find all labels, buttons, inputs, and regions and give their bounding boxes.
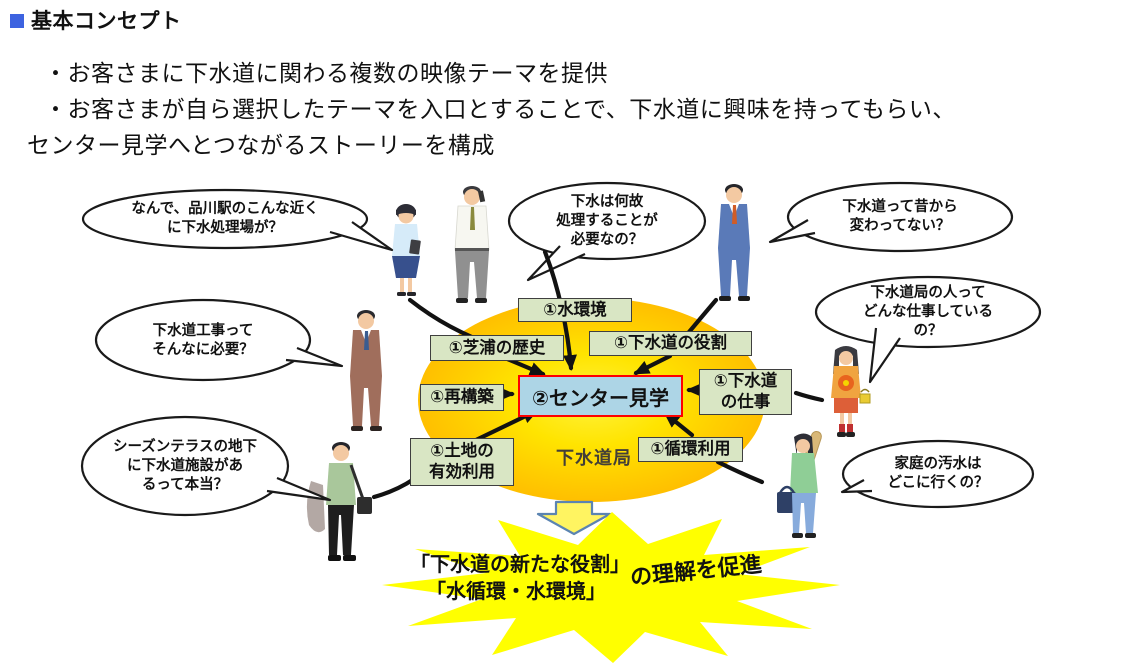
theme-label: ①循環利用 — [650, 440, 731, 459]
bubble-construction — [94, 298, 312, 382]
man-blue-suit-illustration — [718, 184, 750, 301]
concept-line-1: ・お客さまに下水道に関わる複数の映像テーマを提供 — [44, 60, 608, 86]
theme-box-recycling: ①循環利用 — [638, 437, 743, 462]
bubble-text-season-terrace: シーズンテラスの地下 に下水道施設があ るって本当？ — [75, 438, 295, 495]
man-green-jacket-with-bag-illustration — [306, 442, 372, 561]
theme-box-water-environment: ①水環境 — [518, 298, 632, 322]
theme-box-sewer-jobs: ①下水道 の仕事 — [699, 369, 792, 415]
burst-line-2: 「水循環・水環境」 — [426, 581, 606, 603]
theme-label: 有効利用 — [429, 463, 495, 481]
theme-label: ①水環境 — [543, 300, 607, 319]
bubble-season-terrace — [80, 415, 290, 517]
bubble-household-sewage — [841, 439, 1035, 509]
bubble-line: 下水道工事って — [152, 323, 254, 339]
bubble-line: に下水処理場が？ — [167, 220, 283, 237]
bubble-line: 下水道局の人って — [870, 285, 986, 301]
page-title: 基本コンセプト — [31, 10, 182, 33]
bubble-text-household-sewage: 家庭の汚水は どこに行くの？ — [843, 455, 1033, 493]
bubble-line: の？ — [913, 323, 943, 340]
man-on-phone-illustration — [454, 186, 490, 303]
woman-with-baguette-and-bag-illustration — [777, 431, 822, 538]
bubble-text-unchanged: 下水道って昔から 変わってない？ — [795, 198, 1005, 236]
bubble-text-shinagawa-station: なんで、品川駅のこんな近く に下水処理場が？ — [95, 200, 355, 238]
arrow-recycle-to-center — [663, 411, 695, 438]
bubble-line: 下水道って昔から — [842, 199, 958, 215]
theme-label: ①土地の — [430, 442, 494, 461]
theme-box-shibaura-history: ①芝浦の歴史 — [430, 335, 564, 361]
bubble-line: なんで、品川駅のこんな近く — [131, 201, 319, 217]
bubble-line: 下水は何故 — [570, 194, 644, 210]
center-visit-box: ②センター見学 — [518, 375, 683, 417]
concept-line-2: ・お客さまが自ら選択したテーマを入口とすることで、下水道に興味を持ってもらい、 — [44, 96, 956, 122]
girl-orange-sweater-with-bucket-illustration — [831, 346, 871, 437]
concept-line-3: センター見学へとつながるストーリーを構成 — [27, 132, 495, 158]
bubble-bureau-work — [814, 275, 1042, 349]
man-brown-suit-illustration — [350, 310, 382, 431]
theme-label: ①芝浦の歴史 — [448, 338, 546, 357]
office-woman-with-tablet-illustration — [392, 204, 421, 296]
starburst-shape — [382, 512, 840, 663]
bubble-text-why-treatment: 下水は何故 処理することが 必要なの？ — [527, 193, 687, 250]
theme-box-reconstruction: ①再構築 — [420, 384, 504, 411]
arrow-role-to-center — [633, 353, 673, 376]
theme-label: の仕事 — [720, 393, 771, 411]
bubble-text-bureau-work: 下水道局の人って どんな仕事している の？ — [823, 284, 1033, 341]
bubble-line: シーズンテラスの地下 — [113, 439, 257, 455]
sewage-bureau-label: 下水道局 — [556, 448, 632, 468]
center-visit-label: ②センター見学 — [532, 387, 669, 410]
bubble-line: そんなに必要？ — [152, 342, 254, 359]
burst-line-1: 「下水道の新たな役割」 — [410, 554, 630, 576]
bubble-line: 必要なの？ — [570, 232, 644, 249]
bubble-text-construction: 下水道工事って そんなに必要？ — [93, 322, 313, 360]
theme-label: ①下水道 — [713, 372, 778, 391]
theme-box-sewer-role: ①下水道の役割 — [589, 331, 752, 356]
bubble-line: に下水道施設があ — [127, 458, 243, 475]
bubble-line: 処理することが — [556, 213, 658, 230]
bubble-line: どこに行くの？ — [887, 475, 989, 492]
bubble-line: どんな仕事している — [862, 304, 994, 321]
title-bullet-square — [10, 14, 24, 28]
bubble-why-treatment — [507, 181, 707, 261]
theme-label: ①再構築 — [430, 388, 494, 407]
theme-label: ①下水道の役割 — [614, 334, 727, 353]
speech-bubbles — [80, 181, 1042, 517]
bubble-line: るって本当？ — [141, 477, 229, 494]
bubble-unchanged — [786, 181, 1014, 253]
down-block-arrow-icon — [536, 500, 612, 536]
bubble-shinagawa-station — [81, 188, 369, 250]
bubble-line: 変わってない？ — [849, 218, 951, 235]
bubble-line: 家庭の汚水は — [894, 456, 982, 472]
theme-box-land-use: ①土地の 有効利用 — [410, 438, 514, 486]
